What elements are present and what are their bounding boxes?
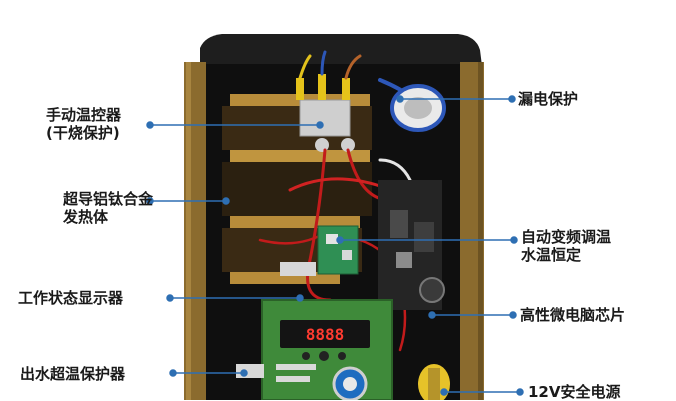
callout-text: 自动变频调温 bbox=[521, 228, 612, 246]
callout-text: (干烧保护) bbox=[46, 124, 120, 142]
callout-heating-element: 超导铝钛合金 发热体 bbox=[63, 190, 153, 226]
callout-text: 高性微电脑芯片 bbox=[520, 306, 626, 324]
callout-text: 超导铝钛合金 bbox=[63, 190, 154, 208]
outlet-sensor bbox=[236, 364, 264, 378]
callout-lines bbox=[146, 95, 524, 396]
callout-microchip: 高性微电脑芯片 bbox=[520, 306, 625, 324]
callout-frequency-control: 自动变频调温 水温恒定 bbox=[521, 228, 611, 264]
callout-text: 出水超温保护器 bbox=[20, 365, 126, 383]
callout-leakage-protection: 漏电保护 bbox=[518, 90, 578, 108]
callout-text: 发热体 bbox=[63, 208, 109, 226]
callout-text: 水温恒定 bbox=[521, 246, 582, 264]
frequency-module bbox=[280, 225, 359, 276]
callout-text: 漏电保护 bbox=[518, 90, 579, 108]
main-board bbox=[261, 299, 393, 400]
callout-text: 工作状态显示器 bbox=[18, 289, 124, 307]
callout-text: 12V安全电源 bbox=[528, 383, 621, 401]
callout-text: 手动温控器 bbox=[46, 106, 122, 124]
manual-thermostat bbox=[296, 74, 355, 152]
callout-outlet-protector: 出水超温保护器 bbox=[20, 365, 125, 383]
leakage-protector bbox=[390, 84, 446, 132]
callout-power-supply: 12V安全电源 bbox=[528, 383, 620, 401]
control-electronics bbox=[378, 180, 445, 310]
callout-status-display: 工作状态显示器 bbox=[18, 289, 123, 307]
callout-manual-thermostat: 手动温控器 (干烧保护) bbox=[46, 106, 121, 142]
status-display-digits: 8888 bbox=[306, 325, 345, 344]
